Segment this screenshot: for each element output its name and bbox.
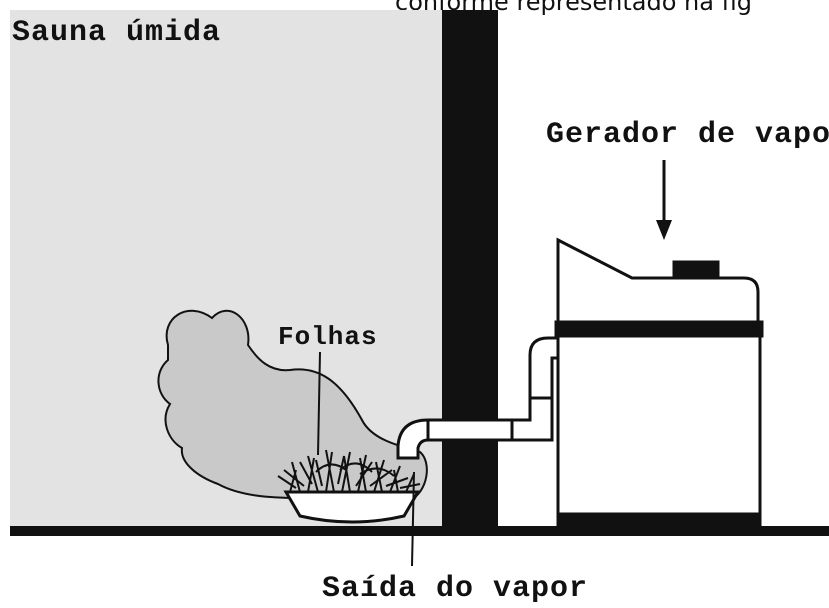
steam-generator xyxy=(554,237,764,530)
vapor-outlet-label: Saída do vapor xyxy=(322,572,589,606)
steam-cloud xyxy=(157,309,428,503)
wall xyxy=(442,10,498,532)
vapor-pointer xyxy=(411,471,415,567)
floor xyxy=(10,526,829,536)
generator-arrow-head xyxy=(656,220,672,240)
generator-label: Gerador de vapor xyxy=(546,118,829,152)
leaves-pointer xyxy=(317,351,321,456)
leaves-label: Folhas xyxy=(278,322,378,352)
bowl xyxy=(283,490,421,524)
sauna-label: Sauna úmida xyxy=(12,16,222,50)
leaves xyxy=(277,449,421,493)
steam-pipe xyxy=(396,336,560,460)
